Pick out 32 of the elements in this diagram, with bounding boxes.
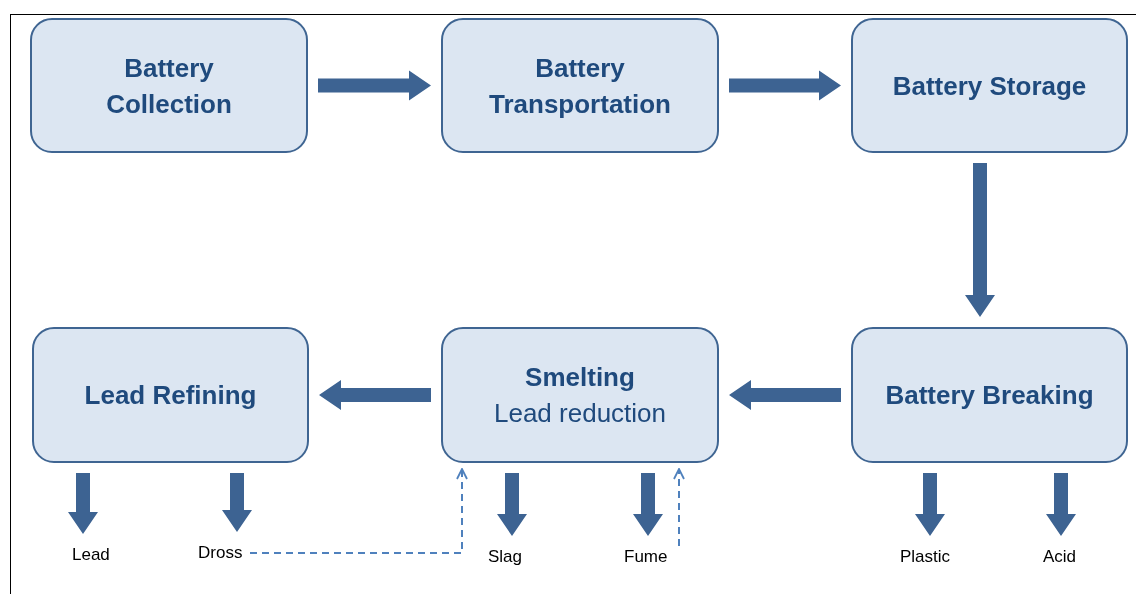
block-arrow [222, 473, 252, 532]
block-arrow [319, 380, 431, 410]
block-arrow [729, 70, 841, 101]
output-label: Dross [198, 542, 243, 565]
output-label: Plastic [900, 546, 951, 569]
block-arrow [1046, 473, 1076, 536]
process-box [32, 327, 309, 463]
process-box [851, 327, 1128, 463]
dashed-arrow [249, 468, 468, 554]
process-box [30, 18, 308, 153]
box-subtitle: Lead reduction [494, 397, 666, 430]
block-arrow [318, 70, 431, 101]
output-label: Lead [72, 544, 110, 567]
process-box [441, 18, 719, 153]
block-arrow [633, 473, 663, 536]
output-label: Acid [1043, 546, 1077, 569]
output-label: Slag [488, 546, 523, 569]
block-arrow [729, 380, 841, 410]
block-arrow [497, 473, 527, 536]
box-title: Lead Refining [84, 379, 257, 412]
box-title: Battery Collection [105, 51, 233, 121]
process-box [441, 327, 719, 463]
block-arrow [965, 163, 995, 317]
block-arrow [915, 473, 945, 536]
block-arrow [68, 473, 98, 534]
box-title: Battery Storage [891, 69, 1088, 103]
dashed-arrow [673, 468, 685, 547]
output-label: Fume [624, 546, 668, 569]
box-title: Battery Transportation [488, 51, 672, 121]
process-box [851, 18, 1128, 153]
box-title: Battery Breaking [885, 379, 1094, 412]
box-title: Smelting [525, 361, 635, 394]
